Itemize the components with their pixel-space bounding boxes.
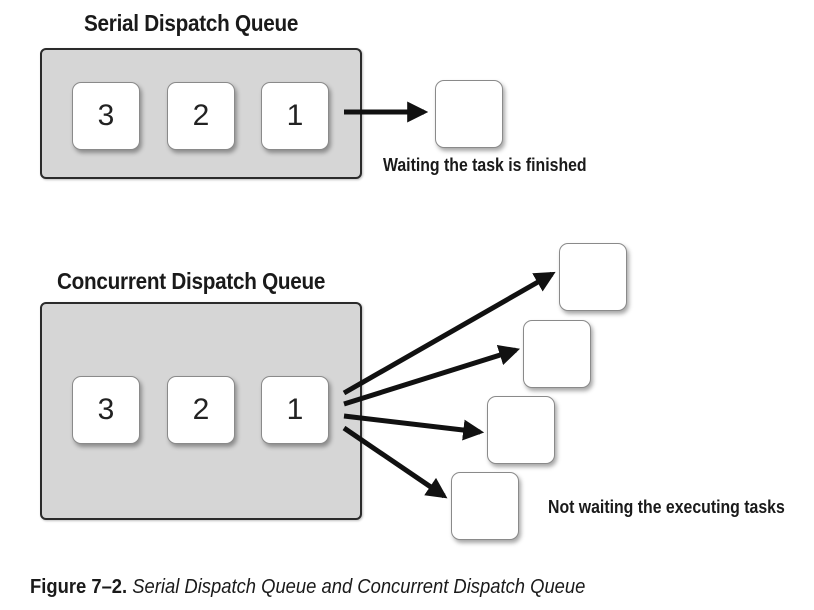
serial-queue-title: Serial Dispatch Queue [84,10,299,36]
concurrent-arrow-2 [343,345,521,407]
serial-task-3: 3 [72,82,140,150]
figure-caption-text: Serial Dispatch Queue and Concurrent Dis… [132,576,586,598]
concurrent-executing-task-3 [487,396,555,464]
figure-caption-lead: Figure 7–2. [30,576,128,598]
concurrent-task-3: 3 [72,376,140,444]
concurrent-executing-task-1 [559,243,627,311]
figure-caption: Figure 7–2. Serial Dispatch Queue and Co… [30,576,585,599]
concurrent-executing-task-4 [451,472,519,540]
concurrent-queue-title: Concurrent Dispatch Queue [57,268,326,294]
concurrent-task-1: 1 [261,376,329,444]
serial-note: Waiting the task is finished [383,155,587,175]
serial-task-2: 2 [167,82,235,150]
serial-executing-task [435,80,503,148]
serial-task-1: 1 [261,82,329,150]
concurrent-arrow-4 [342,425,448,499]
concurrent-arrow-3 [343,413,485,441]
concurrent-note: Not waiting the executing tasks [548,497,785,517]
concurrent-task-2: 2 [167,376,235,444]
concurrent-executing-task-2 [523,320,591,388]
concurrent-arrow-1 [342,271,556,396]
